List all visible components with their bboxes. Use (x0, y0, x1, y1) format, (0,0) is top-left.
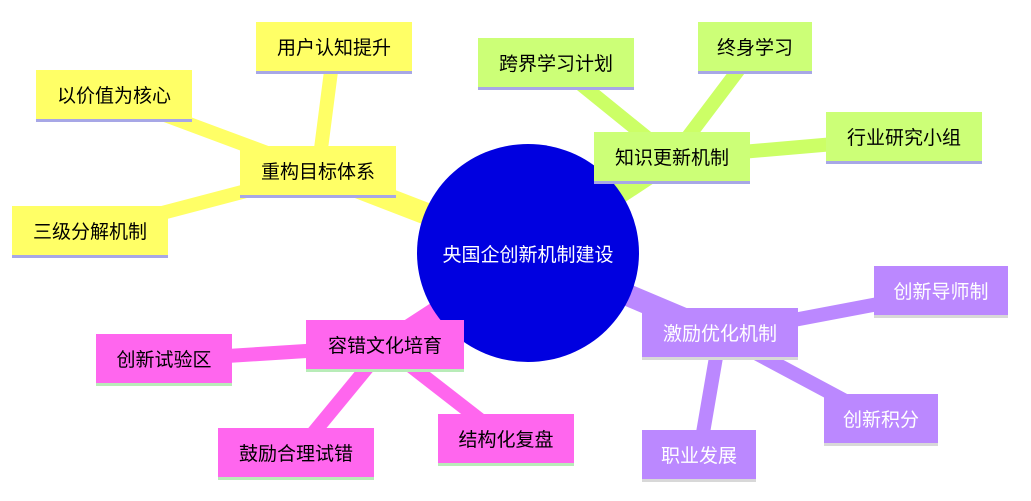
branch-incentive-optimization[interactable]: 激励优化机制 (642, 308, 798, 360)
leaf-value-core[interactable]: 以价值为核心 (36, 70, 192, 122)
leaf-label: 结构化复盘 (458, 429, 554, 451)
leaf-label: 鼓励合理试错 (238, 443, 353, 465)
leaf-innovation-points[interactable]: 创新积分 (824, 394, 938, 446)
leaf-lifelong-learning[interactable]: 终身学习 (698, 22, 812, 74)
leaf-label: 跨界学习计划 (498, 53, 613, 75)
leaf-label: 终身学习 (716, 37, 793, 59)
leaf-label: 以价值为核心 (56, 85, 171, 107)
branch-knowledge-update[interactable]: 知识更新机制 (594, 132, 750, 184)
leaf-label: 创新导师制 (893, 281, 989, 303)
leaf-encourage-trial-error[interactable]: 鼓励合理试错 (218, 428, 374, 480)
leaf-structured-review[interactable]: 结构化复盘 (438, 414, 574, 466)
leaf-label: 职业发展 (660, 445, 737, 467)
leaf-label: 创新积分 (842, 409, 919, 431)
branch-label: 重构目标体系 (260, 161, 375, 183)
leaf-three-level-decomposition[interactable]: 三级分解机制 (12, 206, 168, 258)
leaf-user-cognition[interactable]: 用户认知提升 (256, 22, 412, 74)
branch-goal-system[interactable]: 重构目标体系 (240, 146, 396, 198)
center-topic-label: 央国企创新机制建设 (442, 243, 614, 266)
leaf-industry-research-group[interactable]: 行业研究小组 (826, 112, 982, 164)
leaf-label: 创新试验区 (116, 349, 212, 371)
leaf-innovation-mentor[interactable]: 创新导师制 (874, 266, 1008, 318)
leaf-label: 行业研究小组 (846, 127, 961, 149)
branch-label: 知识更新机制 (614, 147, 729, 169)
leaf-label: 三级分解机制 (32, 221, 147, 243)
branch-label: 容错文化培育 (327, 335, 442, 357)
branch-label: 激励优化机制 (662, 323, 777, 345)
branch-fault-tolerance-culture[interactable]: 容错文化培育 (306, 320, 464, 372)
leaf-innovation-pilot-zone[interactable]: 创新试验区 (96, 334, 232, 386)
leaf-cross-learning-plan[interactable]: 跨界学习计划 (478, 38, 634, 90)
leaf-label: 用户认知提升 (276, 37, 391, 59)
leaf-career-development[interactable]: 职业发展 (642, 430, 756, 482)
